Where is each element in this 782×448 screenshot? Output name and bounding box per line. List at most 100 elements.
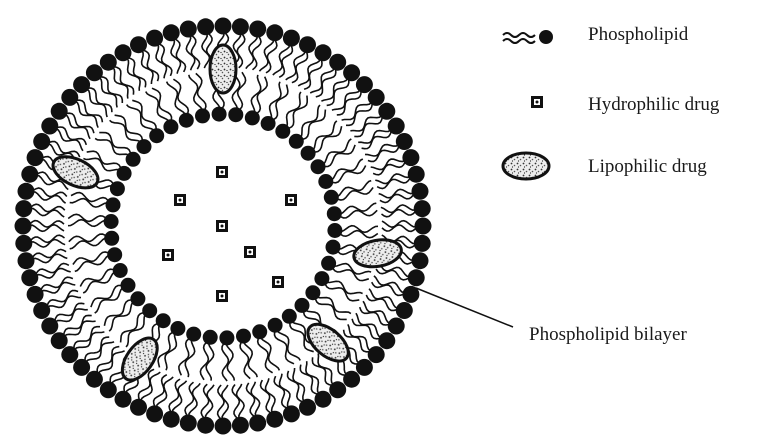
lipid-head [321, 256, 336, 271]
lipid-head [249, 415, 266, 432]
lipid-head [408, 166, 425, 183]
lipid-head [130, 291, 145, 306]
lipid-tail [333, 166, 366, 183]
lipid-head [100, 381, 117, 398]
lipid-head [388, 118, 405, 135]
lipid-head [156, 313, 171, 328]
lipid-head [327, 206, 342, 221]
lipid-head [356, 359, 373, 376]
lipid-head [378, 103, 395, 120]
lipid-tail [341, 210, 378, 218]
lipid-tail [167, 82, 186, 115]
lipid-head [305, 285, 320, 300]
lipid-head [73, 76, 90, 93]
lipid-head [86, 371, 103, 388]
lipid-tail [244, 342, 258, 377]
lipid-tail [324, 139, 352, 164]
lipid-tail [55, 303, 85, 320]
lipid-head [356, 76, 373, 93]
lipid-tail [381, 205, 415, 213]
lipid-tail [80, 269, 113, 286]
lipid-head [329, 54, 346, 71]
lipid-head [61, 89, 78, 106]
lipid-head [368, 89, 385, 106]
lipid-head [27, 149, 44, 166]
lipid-head [41, 118, 58, 135]
phospholipid-icon [503, 30, 553, 44]
lipid-head [113, 263, 128, 278]
lipid-head [283, 405, 300, 422]
lipid-head [197, 18, 214, 35]
lipid-tail [266, 40, 277, 73]
lipid-tail [31, 209, 64, 218]
lipid-head [163, 24, 180, 41]
lipid-head [252, 324, 267, 339]
lipid-head [368, 346, 385, 363]
lipid-head [396, 302, 413, 319]
lipid-tail [380, 194, 414, 202]
lipid-head [212, 107, 227, 122]
lipid-head [146, 30, 163, 47]
lipid-head [142, 303, 157, 318]
lipid-head [15, 218, 32, 235]
lipid-head [232, 417, 249, 434]
hydrophilic-drugs [162, 166, 297, 302]
lipid-head [115, 391, 132, 408]
lipid-head [73, 359, 90, 376]
lipid-tail [332, 159, 363, 180]
lipid-tail [222, 385, 229, 419]
lipid-tail [259, 40, 273, 71]
lipid-head [245, 110, 260, 125]
legend-hydrophilic-label: Hydrophilic drug [588, 94, 720, 115]
lipid-head [21, 166, 38, 183]
lipid-head [104, 214, 119, 229]
lipid-tail [340, 203, 376, 214]
lipid-head [163, 411, 180, 428]
lipid-head [117, 166, 132, 181]
lipid-head [195, 108, 210, 123]
lipid-tail [251, 382, 260, 417]
lipid-tail [222, 344, 228, 381]
lipid-tail [376, 269, 409, 280]
lipid-tail [206, 385, 215, 418]
lipid-tail [115, 115, 143, 140]
lipid-head [179, 113, 194, 128]
lipid-tail [101, 77, 123, 103]
lipid-head [326, 240, 341, 255]
lipid-head [228, 107, 243, 122]
lipid-head [236, 329, 251, 344]
lipid-head [282, 309, 297, 324]
lipid-head [41, 318, 58, 335]
lipid-tail [169, 379, 180, 412]
lipid-tail [246, 36, 257, 69]
lipid-head [51, 103, 68, 120]
lipid-head [388, 318, 405, 335]
lipid-head [268, 318, 283, 333]
lipid-head [215, 418, 232, 435]
lipid-head [104, 231, 119, 246]
lipid-tail [261, 338, 280, 371]
lipid-head [219, 330, 234, 345]
lipid-head [412, 183, 429, 200]
lipid-head [137, 139, 152, 154]
lipid-head [170, 321, 185, 336]
lipophilic-drug [301, 317, 354, 368]
lipid-tail [132, 100, 156, 128]
lipid-tail [189, 75, 203, 110]
lipid-head [51, 332, 68, 349]
legend: Phospholipid Hydrophilic drug Lipophilic… [503, 24, 720, 179]
lipid-tail [202, 34, 210, 68]
lipid-tail [86, 342, 114, 362]
lipid-head [215, 18, 232, 35]
lipid-head [315, 391, 332, 408]
lipid-head [343, 64, 360, 81]
lipid-head [106, 197, 121, 212]
lipid-tail [74, 327, 100, 349]
lipid-head [121, 278, 136, 293]
lipophilic-drug [48, 150, 102, 194]
lipid-tail [33, 254, 68, 263]
lipid-tail [64, 315, 92, 334]
lipid-head [299, 36, 316, 53]
lipid-head [283, 30, 300, 47]
